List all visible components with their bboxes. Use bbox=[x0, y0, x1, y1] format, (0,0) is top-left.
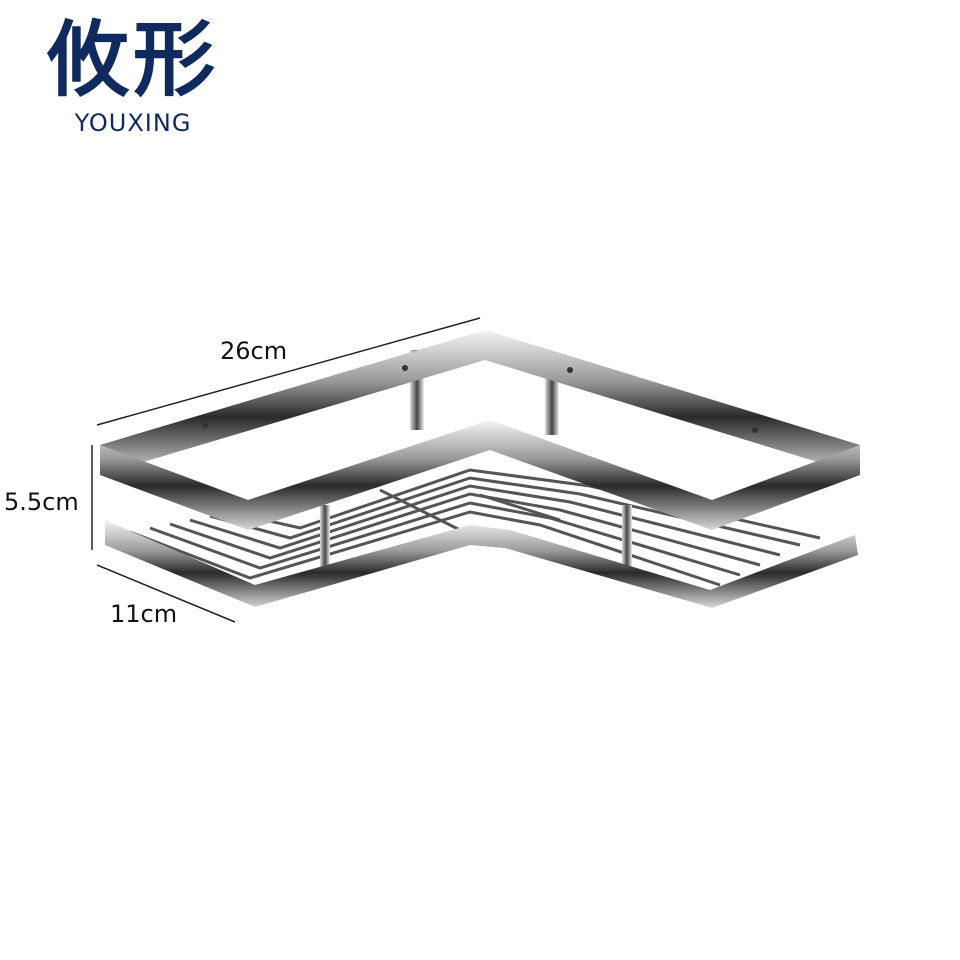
length-label: 26cm bbox=[220, 337, 288, 365]
dimension-lines bbox=[91, 317, 481, 623]
brand-name-en: YOUXING bbox=[74, 109, 192, 137]
depth-label: 11cm bbox=[110, 600, 178, 628]
mounting-holes bbox=[202, 365, 758, 433]
height-label: 5.5cm bbox=[4, 488, 79, 516]
bottom-frame bbox=[105, 520, 858, 608]
top-frame bbox=[100, 330, 860, 530]
brand-logo: 攸形 YOUXING bbox=[18, 14, 248, 136]
brand-name-cn: 攸形 bbox=[46, 12, 219, 108]
